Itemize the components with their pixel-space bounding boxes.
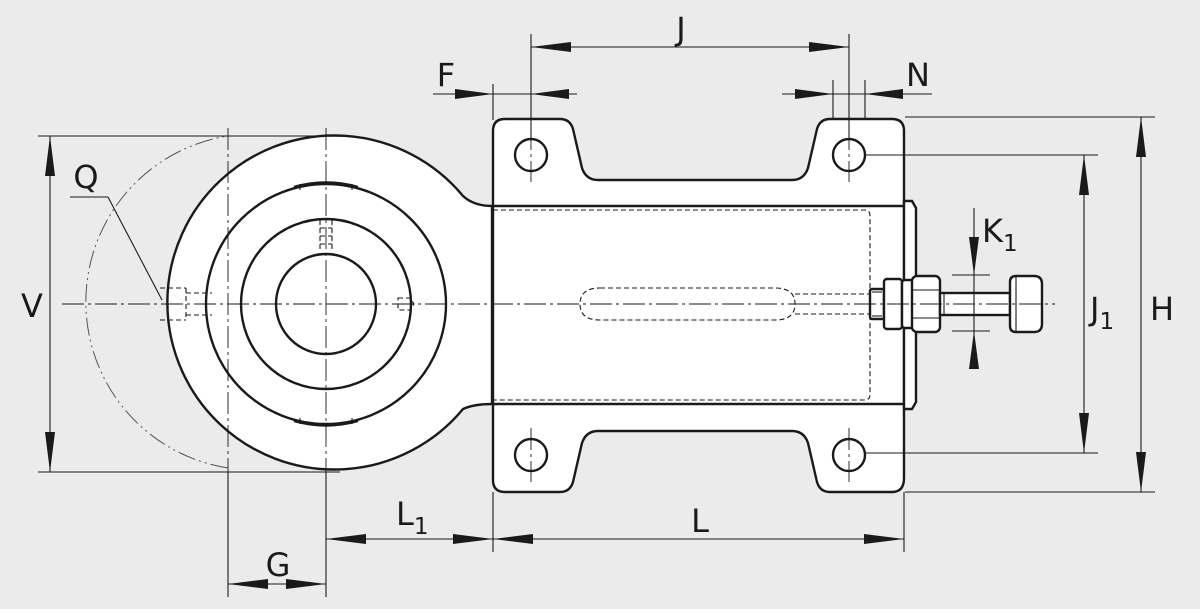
label-L1: L1 (396, 495, 428, 540)
label-J1: J1 (1088, 290, 1114, 335)
dim-J1 (1079, 155, 1089, 453)
label-L1-main: L (396, 495, 414, 533)
label-F: F (437, 56, 455, 94)
label-J1-sub: 1 (1099, 309, 1114, 335)
dim-N (782, 89, 932, 99)
leader-Q (70, 196, 163, 301)
label-N: N (906, 56, 930, 94)
label-H: H (1150, 290, 1174, 328)
label-J: J (674, 10, 685, 48)
label-L: L (691, 502, 709, 540)
dim-K1 (969, 208, 979, 369)
dim-F (433, 89, 577, 99)
label-J1-main: J (1088, 290, 1099, 328)
extension-lines (38, 34, 1155, 597)
dim-L1 (326, 534, 493, 544)
label-K1-main: K (982, 212, 1004, 250)
label-G: G (266, 546, 291, 584)
dim-G (228, 579, 326, 589)
label-V: V (21, 287, 43, 325)
dim-H (1136, 117, 1146, 492)
cylinder-housing (491, 117, 918, 494)
dim-L (493, 534, 904, 544)
label-K1-sub: 1 (1003, 231, 1018, 257)
centre-lines (62, 128, 1055, 485)
dim-J (531, 42, 849, 52)
label-Q: Q (73, 158, 98, 196)
dim-V (45, 136, 55, 472)
label-L1-sub: 1 (414, 514, 429, 540)
phantom-swivel-circle (85, 135, 340, 469)
label-K1: K1 (982, 212, 1018, 257)
